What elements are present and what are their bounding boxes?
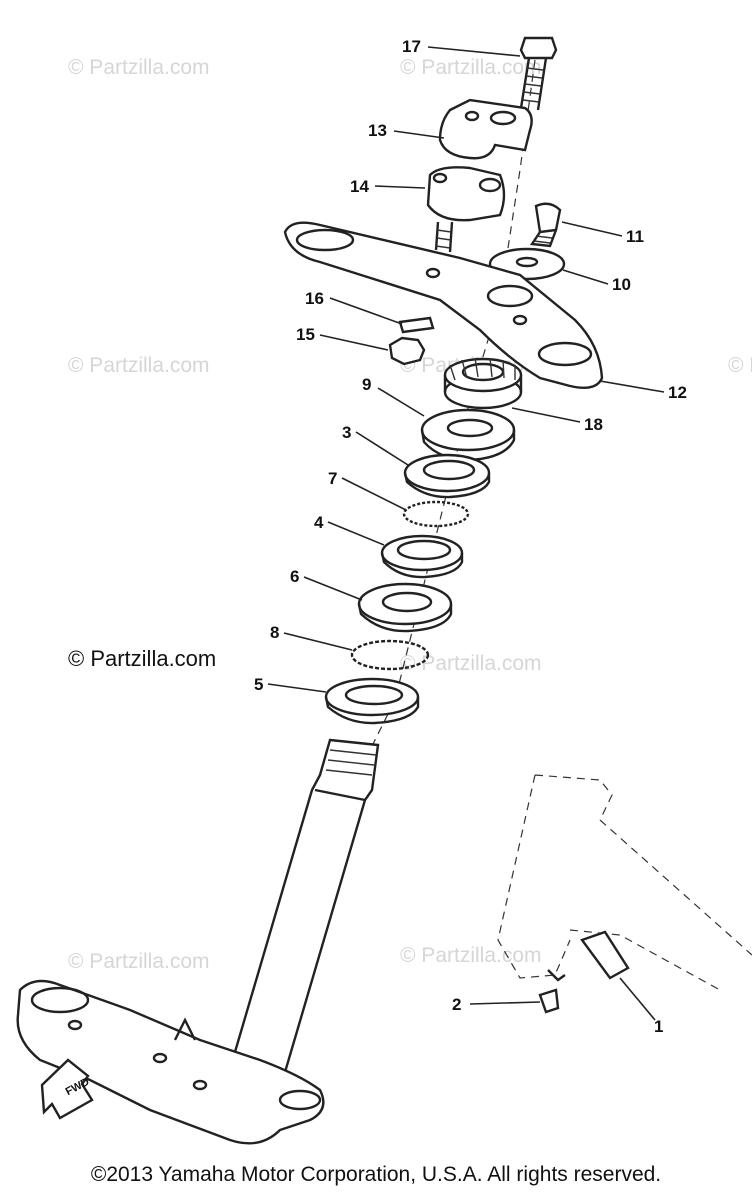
callout-12: 12 [668,383,687,402]
callout-18: 18 [584,415,603,434]
watermark: © Partzilla.com [400,652,542,675]
watermark-prominent: © Partzilla.com [68,646,216,671]
watermark: © Partzilla.com [400,56,542,79]
part-7-ball-set [402,500,470,528]
callout-13: 13 [368,121,387,140]
part-15-nut [388,336,426,366]
steering-diagram: © Partzilla.com © Partzilla.com © Partzi… [16,36,752,1145]
watermark: © Partzilla.com [68,56,210,79]
callout-14: 14 [350,177,369,196]
watermark: © Partzilla.com [68,354,210,377]
part-17-bolt [519,36,558,111]
callout-6: 6 [290,567,299,586]
callout-4: 4 [314,513,324,532]
watermark: © Partzilla.com [400,944,542,967]
part-18-ring-nut [443,357,523,410]
part-11-bolt [529,202,562,248]
leader-lines [267,46,665,1021]
callout-11: 11 [626,227,644,246]
frame-head-pipe [497,774,752,1014]
watermark: © Partzilla.com [68,950,210,973]
part-4-race [380,534,464,579]
part-14-holder-lower [426,166,506,253]
callout-7: 7 [328,469,337,488]
part-13-holder-upper [438,98,533,160]
callout-9: 9 [362,375,371,394]
part-5-race [324,677,420,725]
fwd-arrow: FWD [40,1058,94,1120]
callout-10: 10 [612,275,631,294]
steering-stem-lower-bracket [16,738,380,1145]
callout-1: 1 [654,1017,663,1036]
part-8-ball-set [350,639,430,671]
part-12-upper-bracket [283,221,604,389]
watermark: © Partzilla.com [728,354,752,377]
callout-15: 15 [296,325,315,344]
callout-2: 2 [452,995,461,1014]
callout-17: 17 [402,37,421,56]
callout-8: 8 [270,623,279,642]
watermark-layer: © Partzilla.com © Partzilla.com © Partzi… [68,56,752,973]
callout-16: 16 [305,289,324,308]
callout-5: 5 [254,675,263,694]
callout-numbers: 17 13 14 11 10 16 15 12 9 18 3 7 4 6 8 5… [254,37,687,1036]
part-6-race [357,582,453,633]
copyright-footer: ©2013 Yamaha Motor Corporation, U.S.A. A… [90,1163,662,1186]
part-9-cover [420,408,516,462]
part-16-lock-washer [398,316,435,334]
part-3-race [403,453,491,499]
callout-3: 3 [342,423,351,442]
